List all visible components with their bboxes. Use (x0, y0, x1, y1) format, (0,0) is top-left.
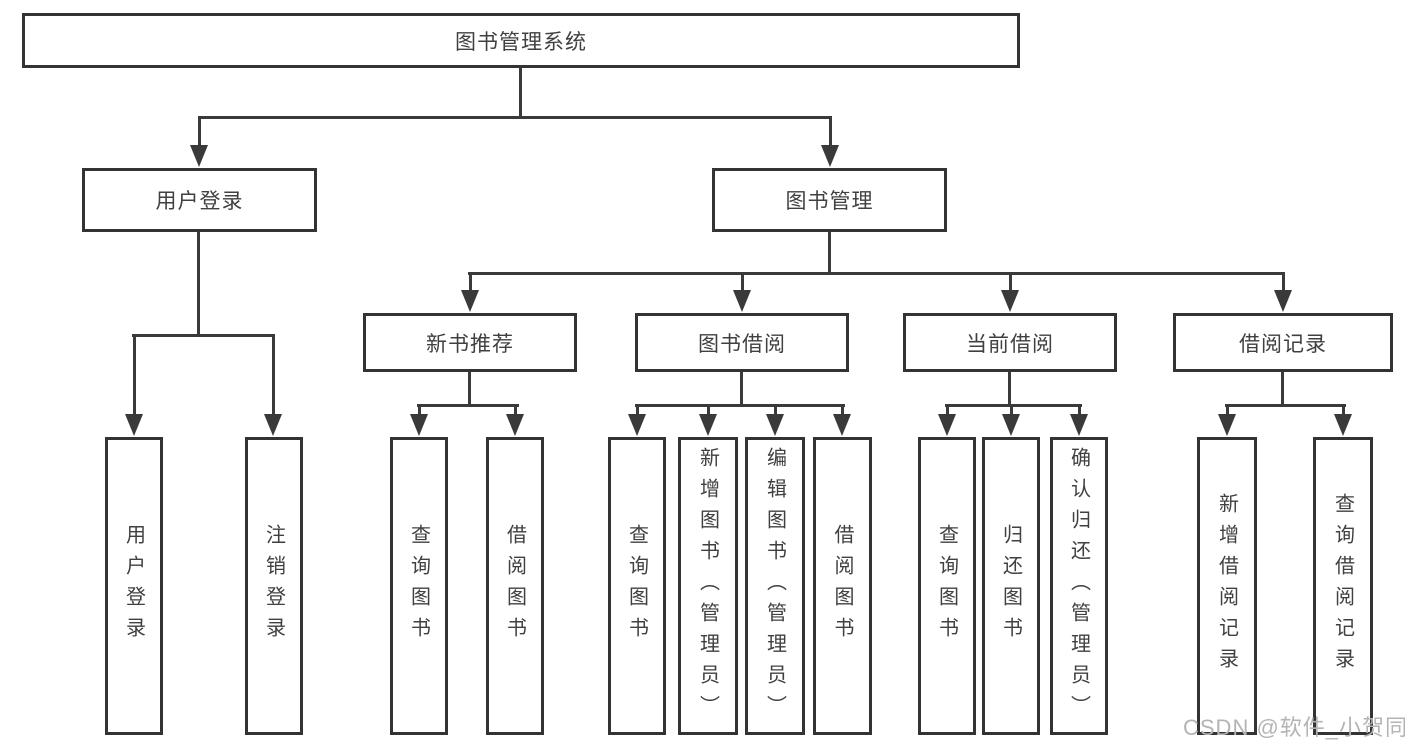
leaf-return-books: 归还图书 (982, 437, 1040, 735)
leaf-borrow-books-recommend-label: 借阅图书 (503, 524, 526, 648)
arrow-to-add-books (699, 406, 717, 436)
node-user-login-label: 用户登录 (155, 190, 244, 213)
leaf-query-borrow-record: 查询借阅记录 (1313, 437, 1373, 735)
leaf-user-login: 用户登录 (105, 437, 163, 735)
arrow-to-return-books (1002, 406, 1020, 436)
leaf-add-books-admin: 新增图书（管理员） (678, 437, 738, 735)
node-library-system: 图书管理系统 (22, 13, 1020, 68)
node-book-borrow: 图书借阅 (635, 313, 849, 372)
leaf-logout-label: 注销登录 (262, 524, 285, 648)
connector-recommend-branch (417, 404, 519, 407)
watermark-text: CSDN @软件_小贺同学 (1183, 715, 1405, 740)
node-library-system-label: 图书管理系统 (455, 30, 587, 54)
leaf-user-login-label: 用户登录 (122, 524, 145, 648)
leaf-query-books-recommend-label: 查询图书 (407, 524, 430, 648)
connector-book-management-stem (828, 232, 831, 274)
node-book-management-label: 图书管理 (785, 190, 874, 213)
node-borrow-records-label: 借阅记录 (1239, 332, 1327, 356)
arrow-to-new-book-recommend (461, 274, 479, 312)
leaf-add-borrow-record-label: 新增借阅记录 (1215, 493, 1238, 679)
arrow-to-query-books-1 (410, 406, 428, 436)
arrow-to-leaf-user-login (125, 336, 143, 436)
connector-book-management-branch (468, 272, 1285, 275)
arrow-to-query-books-2 (628, 406, 646, 436)
arrow-to-edit-books (766, 406, 784, 436)
leaf-query-books-current-label: 查询图书 (935, 524, 958, 648)
connector-root-branch (198, 116, 832, 119)
leaf-confirm-return-admin-label: 确认归还（管理员） (1067, 446, 1090, 726)
connector-recommend-stem (468, 372, 471, 406)
arrow-to-add-borrow-record (1218, 406, 1236, 436)
leaf-query-books-borrow-label: 查询图书 (625, 524, 648, 648)
leaf-confirm-return-admin: 确认归还（管理员） (1050, 437, 1108, 735)
arrow-to-confirm-return (1070, 406, 1088, 436)
leaf-edit-books-admin: 编辑图书（管理员） (745, 437, 805, 735)
connector-root-stem (519, 68, 522, 117)
leaf-query-books-recommend: 查询图书 (390, 437, 448, 735)
leaf-borrow-books-label: 借阅图书 (831, 524, 853, 648)
connector-book-borrow-branch (635, 404, 845, 407)
leaf-borrow-books-recommend: 借阅图书 (486, 437, 544, 735)
leaf-add-borrow-record: 新增借阅记录 (1197, 437, 1257, 735)
node-book-borrow-label: 图书借阅 (698, 332, 786, 356)
leaf-query-borrow-record-label: 查询借阅记录 (1331, 493, 1354, 679)
connector-current-borrow-stem (1008, 372, 1011, 406)
connector-user-login-stem (197, 232, 200, 336)
node-new-book-recommend-label: 新书推荐 (426, 332, 514, 356)
node-book-management: 图书管理 (712, 168, 947, 232)
node-user-login: 用户登录 (82, 168, 317, 232)
leaf-logout: 注销登录 (245, 437, 303, 735)
node-new-book-recommend: 新书推荐 (363, 313, 577, 372)
arrow-to-current-borrow (1001, 274, 1019, 312)
arrow-to-book-management (821, 117, 839, 167)
node-current-borrow-label: 当前借阅 (966, 332, 1054, 356)
connector-borrow-records-branch (1225, 404, 1346, 407)
arrow-to-borrow-books-2 (833, 406, 851, 436)
arrow-to-query-books-3 (938, 406, 956, 436)
node-current-borrow: 当前借阅 (903, 313, 1117, 372)
leaf-edit-books-admin-label: 编辑图书（管理员） (763, 446, 786, 726)
leaf-borrow-books: 借阅图书 (813, 437, 872, 735)
arrow-to-borrow-records (1274, 274, 1292, 312)
connector-book-borrow-stem (740, 372, 743, 406)
leaf-add-books-admin-label: 新增图书（管理员） (696, 446, 719, 726)
arrow-to-borrow-books-1 (506, 406, 524, 436)
leaf-query-books-current: 查询图书 (918, 437, 976, 735)
leaf-return-books-label: 归还图书 (999, 524, 1022, 648)
node-borrow-records: 借阅记录 (1173, 313, 1393, 372)
leaf-query-books-borrow: 查询图书 (608, 437, 666, 735)
arrow-to-query-borrow-record (1334, 406, 1352, 436)
arrow-to-book-borrow (733, 274, 751, 312)
arrow-to-leaf-logout (264, 336, 282, 436)
connector-user-login-branch (132, 334, 275, 337)
connector-current-borrow-branch (945, 404, 1082, 407)
arrow-to-user-login (190, 117, 208, 167)
connector-borrow-records-stem (1281, 372, 1284, 406)
